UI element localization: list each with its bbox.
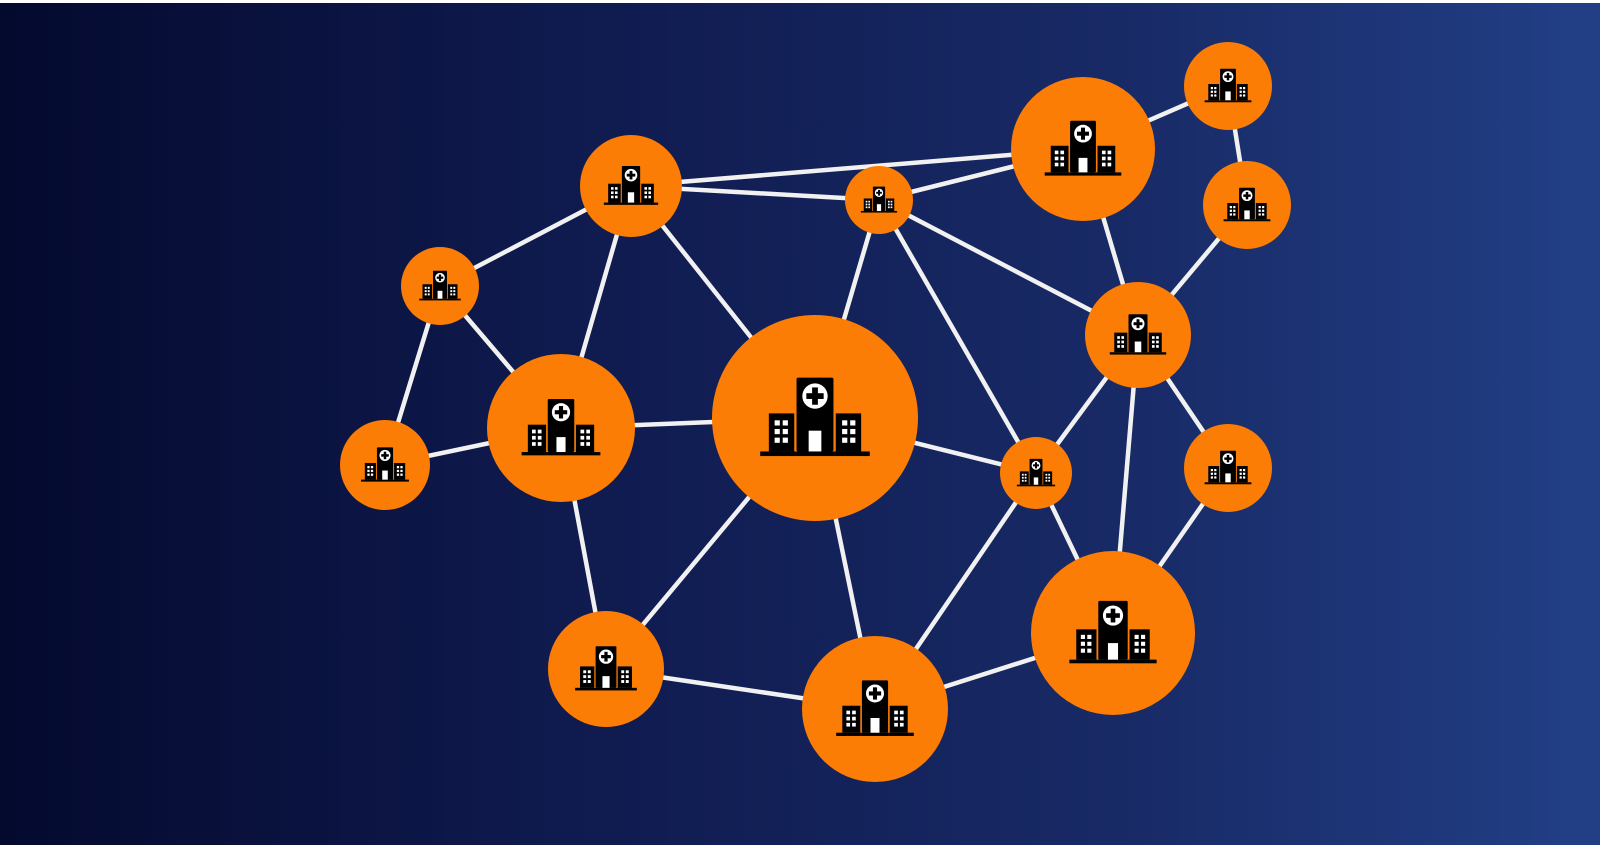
hospital-node[interactable] <box>548 611 664 727</box>
hospital-node[interactable] <box>1000 437 1072 509</box>
nodes-layer <box>340 42 1291 782</box>
hospital-node[interactable] <box>580 135 682 237</box>
hospital-node[interactable] <box>1184 424 1272 512</box>
network-edge <box>628 146 1086 189</box>
hospital-node[interactable] <box>1031 551 1195 715</box>
hospital-node[interactable] <box>487 354 635 502</box>
hospital-node[interactable] <box>845 166 913 234</box>
hospital-node[interactable] <box>1085 282 1191 388</box>
network-diagram-canvas <box>0 3 1600 859</box>
hospital-node[interactable] <box>340 420 430 510</box>
hospital-node[interactable] <box>1011 77 1155 221</box>
network-edge <box>876 197 1039 476</box>
hospital-node[interactable] <box>802 636 948 782</box>
hospital-node[interactable] <box>1203 161 1291 249</box>
hospital-node[interactable] <box>1184 42 1272 130</box>
hospital-node[interactable] <box>401 247 479 325</box>
hospital-node[interactable] <box>712 315 918 521</box>
hospital-network-graph <box>340 42 1291 782</box>
